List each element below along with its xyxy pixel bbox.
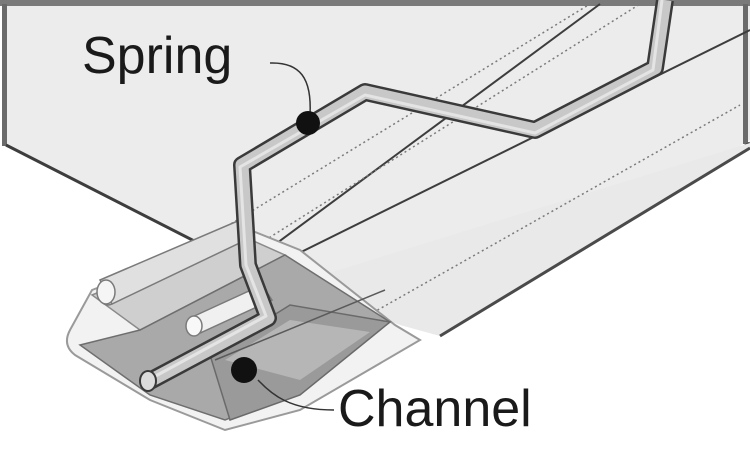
left-frame	[2, 4, 7, 146]
right-frame	[743, 4, 748, 144]
spring-leader	[269, 62, 320, 135]
top-frame	[0, 0, 750, 6]
channel-marker	[231, 357, 257, 383]
spring-label: Spring	[82, 27, 233, 85]
panel	[0, 0, 750, 338]
spring-marker	[296, 111, 320, 135]
channel-label: Channel	[338, 380, 532, 438]
channel-leader	[231, 357, 335, 411]
